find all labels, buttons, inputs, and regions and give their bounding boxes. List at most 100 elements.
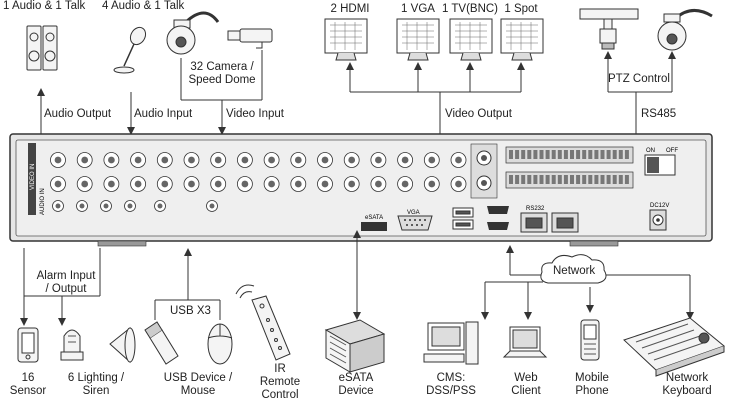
terminal-pin — [618, 175, 623, 184]
siren-light-icon — [60, 329, 84, 361]
terminal-pin — [533, 150, 538, 159]
bnc-pin — [161, 180, 169, 188]
label-keyboard: Network Keyboard — [662, 372, 712, 397]
terminal-pin — [551, 150, 556, 159]
bnc-pin — [55, 203, 61, 209]
terminal-pin — [545, 175, 550, 184]
bnc-pin — [455, 156, 462, 164]
panel-audio-in-label: AUDIO IN — [40, 188, 46, 215]
dc-power-jack — [649, 209, 667, 231]
dvr-rear-panel: VGA eSATA RS232 ON OFF DC12V VIDEO IN AU… — [9, 133, 713, 247]
bnc-pin — [321, 156, 329, 164]
bnc-pin — [241, 156, 249, 164]
sensor-icon — [17, 327, 39, 363]
terminal-pin — [612, 150, 617, 159]
bnc-pin — [348, 156, 356, 164]
label-mobile: Mobile Phone — [575, 372, 609, 397]
terminal-pin — [515, 150, 520, 159]
audio-bnc-row — [52, 200, 218, 212]
bottom-connection-lines — [20, 230, 694, 326]
terminal-pin — [594, 150, 599, 159]
label-lighting: 6 Lighting / Siren — [67, 372, 125, 397]
bnc-pin — [103, 203, 109, 209]
mobile-phone-icon — [580, 319, 600, 361]
label-web: Web Client — [511, 372, 541, 397]
label-tv: 1 TV(BNC) — [441, 3, 499, 15]
bnc-pin — [401, 156, 409, 164]
bnc-pin — [268, 180, 275, 188]
bnc-pin — [161, 156, 169, 164]
monitor-vga-icon — [396, 18, 440, 61]
panel-off-label: OFF — [666, 148, 678, 154]
terminal-pin — [539, 150, 544, 159]
terminal-pin — [557, 150, 562, 159]
video-input-bnc-row-1 — [50, 152, 467, 168]
panel-vga-label: VGA — [407, 210, 420, 216]
label-network: Network — [553, 265, 596, 277]
speed-dome-camera-icon — [166, 11, 220, 55]
usb-ports — [452, 207, 474, 230]
desktop-computer-icon — [423, 321, 479, 365]
terminal-pin — [570, 175, 574, 184]
bnc-pin — [81, 156, 89, 164]
terminal-pin — [545, 150, 550, 159]
terminal-pin — [521, 175, 526, 184]
bnc-pin — [428, 180, 436, 188]
panel-on-label: ON — [646, 148, 655, 154]
label-usb-x3: USB X3 — [170, 305, 211, 317]
bnc-pin — [127, 203, 133, 209]
bnc-pin — [188, 180, 195, 188]
bnc-pin — [268, 156, 275, 164]
label-spot: 1 Spot — [504, 3, 538, 15]
terminal-pin — [612, 175, 617, 184]
label-video-input: Video Input — [226, 108, 284, 120]
bnc-pin — [108, 156, 115, 164]
label-alarm: Alarm Input / Output — [36, 270, 96, 295]
terminal-pin — [576, 150, 581, 159]
bnc-pin — [321, 180, 329, 188]
bnc-pin — [157, 203, 163, 209]
terminal-pin — [527, 150, 532, 159]
video-output-bnc-block — [470, 143, 498, 199]
terminal-pin — [606, 175, 611, 184]
terminal-pin — [509, 150, 513, 159]
label-audio-input: Audio Input — [134, 108, 193, 120]
box-camera-icon — [227, 28, 273, 49]
label-ir: IR Remote Control — [259, 363, 301, 401]
bnc-pin — [455, 180, 462, 188]
bnc-pin — [81, 180, 89, 188]
label-ptz-control: PTZ Control — [608, 73, 670, 85]
hdmi-ports — [487, 206, 509, 230]
terminal-pin — [594, 175, 599, 184]
bnc-pin — [214, 156, 222, 164]
label-usb-device: USB Device / Mouse — [163, 372, 233, 397]
bnc-pin — [54, 180, 62, 188]
mouse-icon — [207, 323, 233, 365]
terminal-pin — [582, 175, 587, 184]
panel-video-in-label: VIDEO IN — [30, 164, 36, 190]
power-switch — [644, 154, 676, 176]
terminal-pin — [624, 150, 629, 159]
microphone-icon — [113, 26, 147, 74]
video-input-bnc-row-2 — [50, 176, 467, 192]
rs232-network-ports — [520, 212, 579, 233]
label-hdmi: 2 HDMI — [330, 3, 370, 15]
bnc-pin — [134, 156, 142, 164]
network-keyboard-icon — [623, 317, 726, 377]
ir-remote-icon — [235, 284, 291, 361]
terminal-pin — [600, 150, 605, 159]
terminal-pin — [515, 175, 520, 184]
terminal-pin — [509, 175, 513, 184]
monitor-tv-icon — [449, 18, 493, 61]
terminal-pin — [618, 150, 623, 159]
bnc-pin — [241, 180, 249, 188]
bnc-pin — [209, 203, 215, 209]
terminal-pin — [527, 175, 532, 184]
bnc-pin — [428, 156, 436, 164]
terminal-pin — [551, 175, 556, 184]
terminal-pin — [588, 175, 593, 184]
bnc-pin — [348, 180, 356, 188]
terminal-pin — [600, 175, 605, 184]
label-camera: 32 Camera / Speed Dome — [188, 61, 256, 86]
